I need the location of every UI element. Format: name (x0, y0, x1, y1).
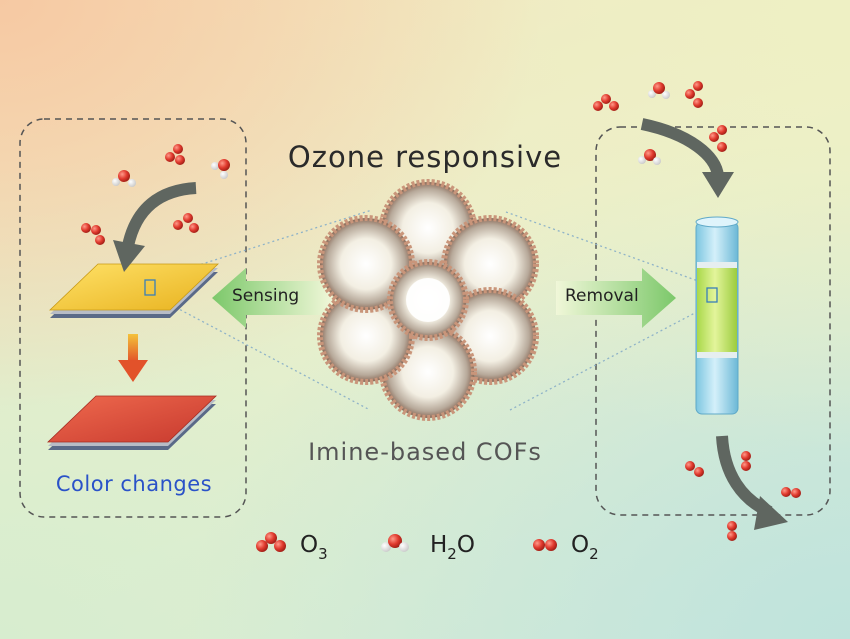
red-sensor-film (47, 395, 217, 450)
sensor-zoom-box (144, 279, 156, 296)
sensing-arrow (212, 268, 332, 328)
oxygen-molecules (685, 451, 801, 541)
left-panel-caption: Color changes (55, 472, 213, 496)
yellow-sensor-film (49, 263, 219, 318)
diagram-subtitle: Imine-based COFs (308, 438, 542, 466)
ozone-molecules (81, 81, 727, 245)
diagram-title: Ozone responsive (287, 140, 563, 174)
ozone-inflow-arrow-right (640, 118, 724, 178)
column-zoom-box (706, 287, 718, 303)
removal-column (695, 216, 739, 415)
color-change-down-arrow (118, 334, 148, 382)
legend-item-water: H2O (430, 532, 475, 563)
ozone-inflow-arrow-left (122, 182, 197, 248)
oxygen-molecule-icon (533, 539, 557, 551)
ozone-molecule-icon (256, 532, 286, 552)
removal-arrow-label: Removal (565, 286, 639, 306)
right-panel-frame (595, 126, 831, 516)
water-molecules (112, 82, 670, 187)
water-molecule-icon (381, 534, 409, 552)
removal-arrow (556, 268, 676, 328)
imine-cof-structure (317, 179, 539, 421)
right-zoom-lines (505, 211, 713, 411)
ozone-inflow-arrowhead-right (702, 172, 734, 198)
sensing-arrow-label: Sensing (232, 286, 300, 306)
ozone-inflow-arrowhead-left (113, 240, 145, 272)
legend-item-ozone: O3 (300, 532, 328, 563)
oxygen-outflow-arrowhead (754, 496, 788, 530)
legend-item-oxygen: O2 (571, 532, 599, 563)
